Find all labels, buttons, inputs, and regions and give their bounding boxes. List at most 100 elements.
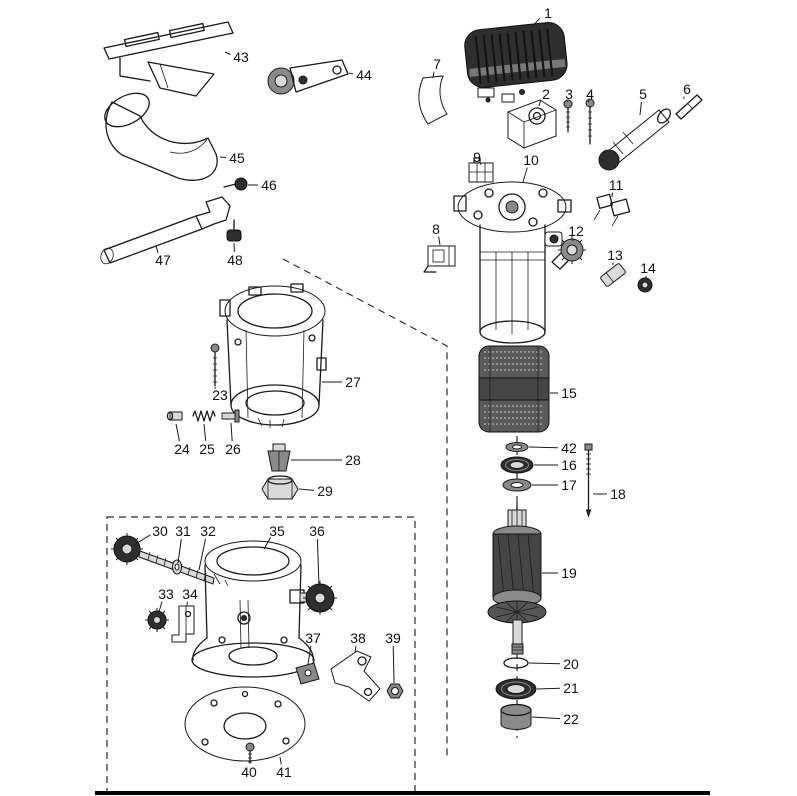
part-22-sleeve (500, 703, 532, 730)
part-48-cap-nut (226, 219, 242, 242)
part-number-2: 2 (542, 86, 550, 102)
leader-line-25 (203, 423, 207, 442)
part-43-edge-guide (103, 21, 234, 97)
part-37-clamp-shoe (295, 662, 320, 685)
part-number-38: 38 (350, 630, 366, 646)
part-10-motor-housing (453, 181, 572, 344)
part-number-40: 40 (241, 764, 257, 780)
part-number-1: 1 (544, 5, 552, 21)
part-14-cap (637, 277, 653, 293)
part-number-20: 20 (563, 656, 579, 672)
leader-line-32 (198, 538, 207, 571)
part-number-4: 4 (586, 86, 594, 102)
leader-line-47 (155, 245, 159, 253)
leader-line-4 (587, 99, 590, 103)
part-number-36: 36 (309, 523, 325, 539)
part-number-31: 31 (175, 523, 191, 539)
part-number-48: 48 (227, 252, 243, 268)
leader-line-20 (528, 662, 561, 665)
part-35-router-base (191, 540, 315, 678)
part-7-label-plate (418, 75, 448, 125)
part-number-41: 41 (276, 764, 292, 780)
bottom-border (95, 791, 710, 795)
part-number-28: 28 (345, 452, 361, 468)
part-number-44: 44 (356, 67, 372, 83)
part-19-armature (487, 502, 547, 655)
part-number-34: 34 (182, 586, 198, 602)
part-number-22: 22 (563, 711, 579, 727)
leader-line-2 (538, 100, 541, 107)
reference-dashed-line (282, 258, 448, 758)
part-40-screw (245, 742, 255, 764)
part-number-5: 5 (639, 86, 647, 102)
part-number-29: 29 (317, 483, 333, 499)
leader-line-11 (611, 192, 614, 198)
part-36-clamp-knob (299, 581, 337, 615)
part-number-32: 32 (200, 523, 216, 539)
part-number-21: 21 (563, 680, 579, 696)
part-number-14: 14 (640, 260, 656, 276)
part-number-25: 25 (199, 441, 215, 457)
leader-line-39 (392, 645, 395, 684)
part-28-collet (267, 443, 291, 472)
leader-line-36 (316, 538, 320, 587)
part-23-screw (210, 343, 220, 387)
leader-line-43 (224, 51, 231, 56)
part-number-27: 27 (345, 374, 361, 390)
part-6-pin (675, 94, 703, 120)
part-number-35: 35 (269, 523, 285, 539)
part-number-39: 39 (385, 630, 401, 646)
part-15-field (478, 345, 550, 433)
part-number-15: 15 (561, 385, 577, 401)
leader-line-33 (158, 601, 163, 613)
part-20-snap-ring (503, 657, 529, 669)
leader-line-5 (639, 101, 642, 116)
part-2-switch-block (507, 99, 557, 149)
leader-line-8 (438, 236, 441, 246)
part-number-33: 33 (158, 586, 174, 602)
part-16-bearing (500, 456, 534, 474)
leader-line-21 (536, 687, 561, 690)
leader-line-7 (432, 71, 435, 79)
part-34-bracket (171, 605, 195, 643)
part-number-37: 37 (305, 630, 321, 646)
part-number-12: 12 (568, 223, 584, 239)
part-number-17: 17 (561, 477, 577, 493)
part-number-46: 46 (261, 177, 277, 193)
part-number-16: 16 (561, 457, 577, 473)
part-29-collet-nut (261, 475, 299, 500)
part-21-bearing (495, 678, 537, 700)
leader-line-44 (348, 72, 354, 75)
part-number-45: 45 (229, 150, 245, 166)
part-number-47: 47 (155, 252, 171, 268)
part-number-30: 30 (152, 523, 168, 539)
leader-line-22 (531, 716, 561, 720)
part-number-24: 24 (174, 441, 190, 457)
leader-line-10 (522, 167, 528, 183)
leader-line-35 (263, 537, 271, 550)
part-31-washer (172, 559, 182, 575)
part-42-washer (505, 442, 529, 452)
part-25-spring (192, 410, 216, 422)
part-41-base-plate (184, 686, 306, 762)
part-47-wrench (100, 196, 231, 265)
leader-line-38 (354, 645, 357, 654)
leader-line-26 (230, 422, 233, 442)
part-4-screw (585, 98, 595, 145)
part-27-upper-housing (219, 283, 327, 428)
part-3-screw (563, 99, 573, 133)
part-46-thumb-screw (223, 177, 248, 191)
part-33-adjust-wheel (145, 608, 169, 632)
part-12-brush-cap (551, 236, 586, 270)
part-number-7: 7 (433, 56, 441, 72)
part-30-depth-knob (111, 533, 143, 565)
leader-line-29 (298, 488, 315, 491)
part-number-19: 19 (561, 565, 577, 581)
part-45-dust-nozzle (104, 92, 218, 181)
part-1-motor-cap (464, 22, 568, 103)
part-26-pin (221, 409, 240, 423)
leader-line-45 (219, 156, 227, 159)
part-18-bolt (584, 443, 593, 518)
